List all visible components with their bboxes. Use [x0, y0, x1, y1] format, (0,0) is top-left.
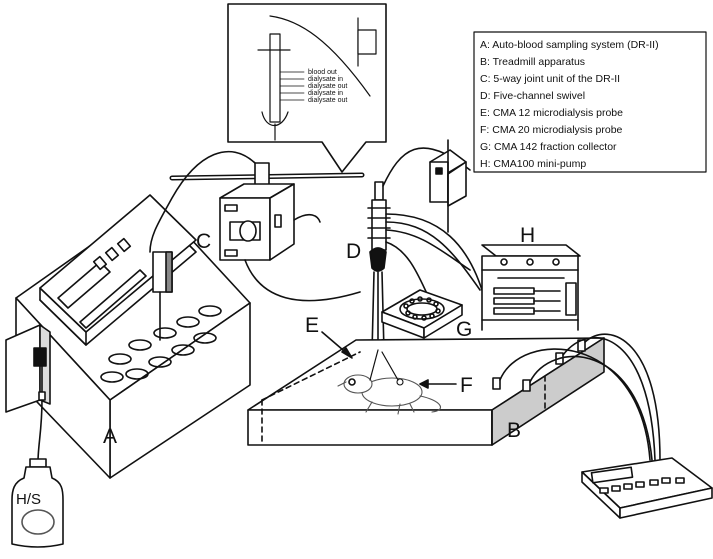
legend-item-f: F: CMA 20 microdialysis probe: [480, 124, 623, 136]
treadmill-controller: [581, 457, 713, 519]
pointer-arrows: [321, 331, 457, 389]
legend-item-b: B: Treadmill apparatus: [480, 56, 585, 68]
label-h: H: [520, 224, 535, 247]
legend-item-a: A: Auto-blood sampling system (DR-II): [480, 39, 659, 51]
treadmill-apparatus: [247, 333, 661, 461]
inset-line-2: dialysate in: [308, 76, 343, 83]
inset-line-1: blood out: [308, 69, 337, 76]
bottle-label: H/S: [16, 491, 41, 508]
mini-pump: [481, 244, 581, 331]
inset-line-5: dialysate out: [308, 97, 347, 104]
legend-item-g: G: CMA 142 fraction collector: [480, 141, 617, 153]
probe-detail-inset: blood out dialysate in dialysate out dia…: [227, 3, 387, 173]
component-labels: A B C D E F G H: [103, 224, 535, 448]
auto-blood-sampling-system: [5, 194, 251, 479]
five-channel-swivel: [367, 147, 486, 353]
legend-item-e: E: CMA 12 microdialysis probe: [480, 107, 623, 119]
hs-bottle: H/S: [11, 458, 64, 548]
label-c: C: [196, 230, 211, 253]
inset-line-4: dialysate in: [308, 90, 343, 97]
label-a: A: [103, 425, 117, 448]
five-way-joint-unit: [149, 150, 365, 302]
inset-line-3: dialysate out: [308, 83, 347, 90]
legend-item-h: H: CMA100 mini-pump: [480, 158, 586, 170]
label-b: B: [507, 419, 521, 442]
sampling-probe-holder: [429, 139, 467, 233]
legend-item-c: C: 5-way joint unit of the DR-II: [480, 73, 620, 85]
legend-item-d: D: Five-channel swivel: [480, 90, 585, 102]
label-g: G: [456, 318, 472, 341]
fraction-collector: [381, 289, 463, 339]
legend-box: A: Auto-blood sampling system (DR-II) B:…: [473, 31, 707, 173]
label-e: E: [305, 314, 319, 337]
label-d: D: [346, 240, 361, 263]
label-f: F: [460, 374, 473, 397]
